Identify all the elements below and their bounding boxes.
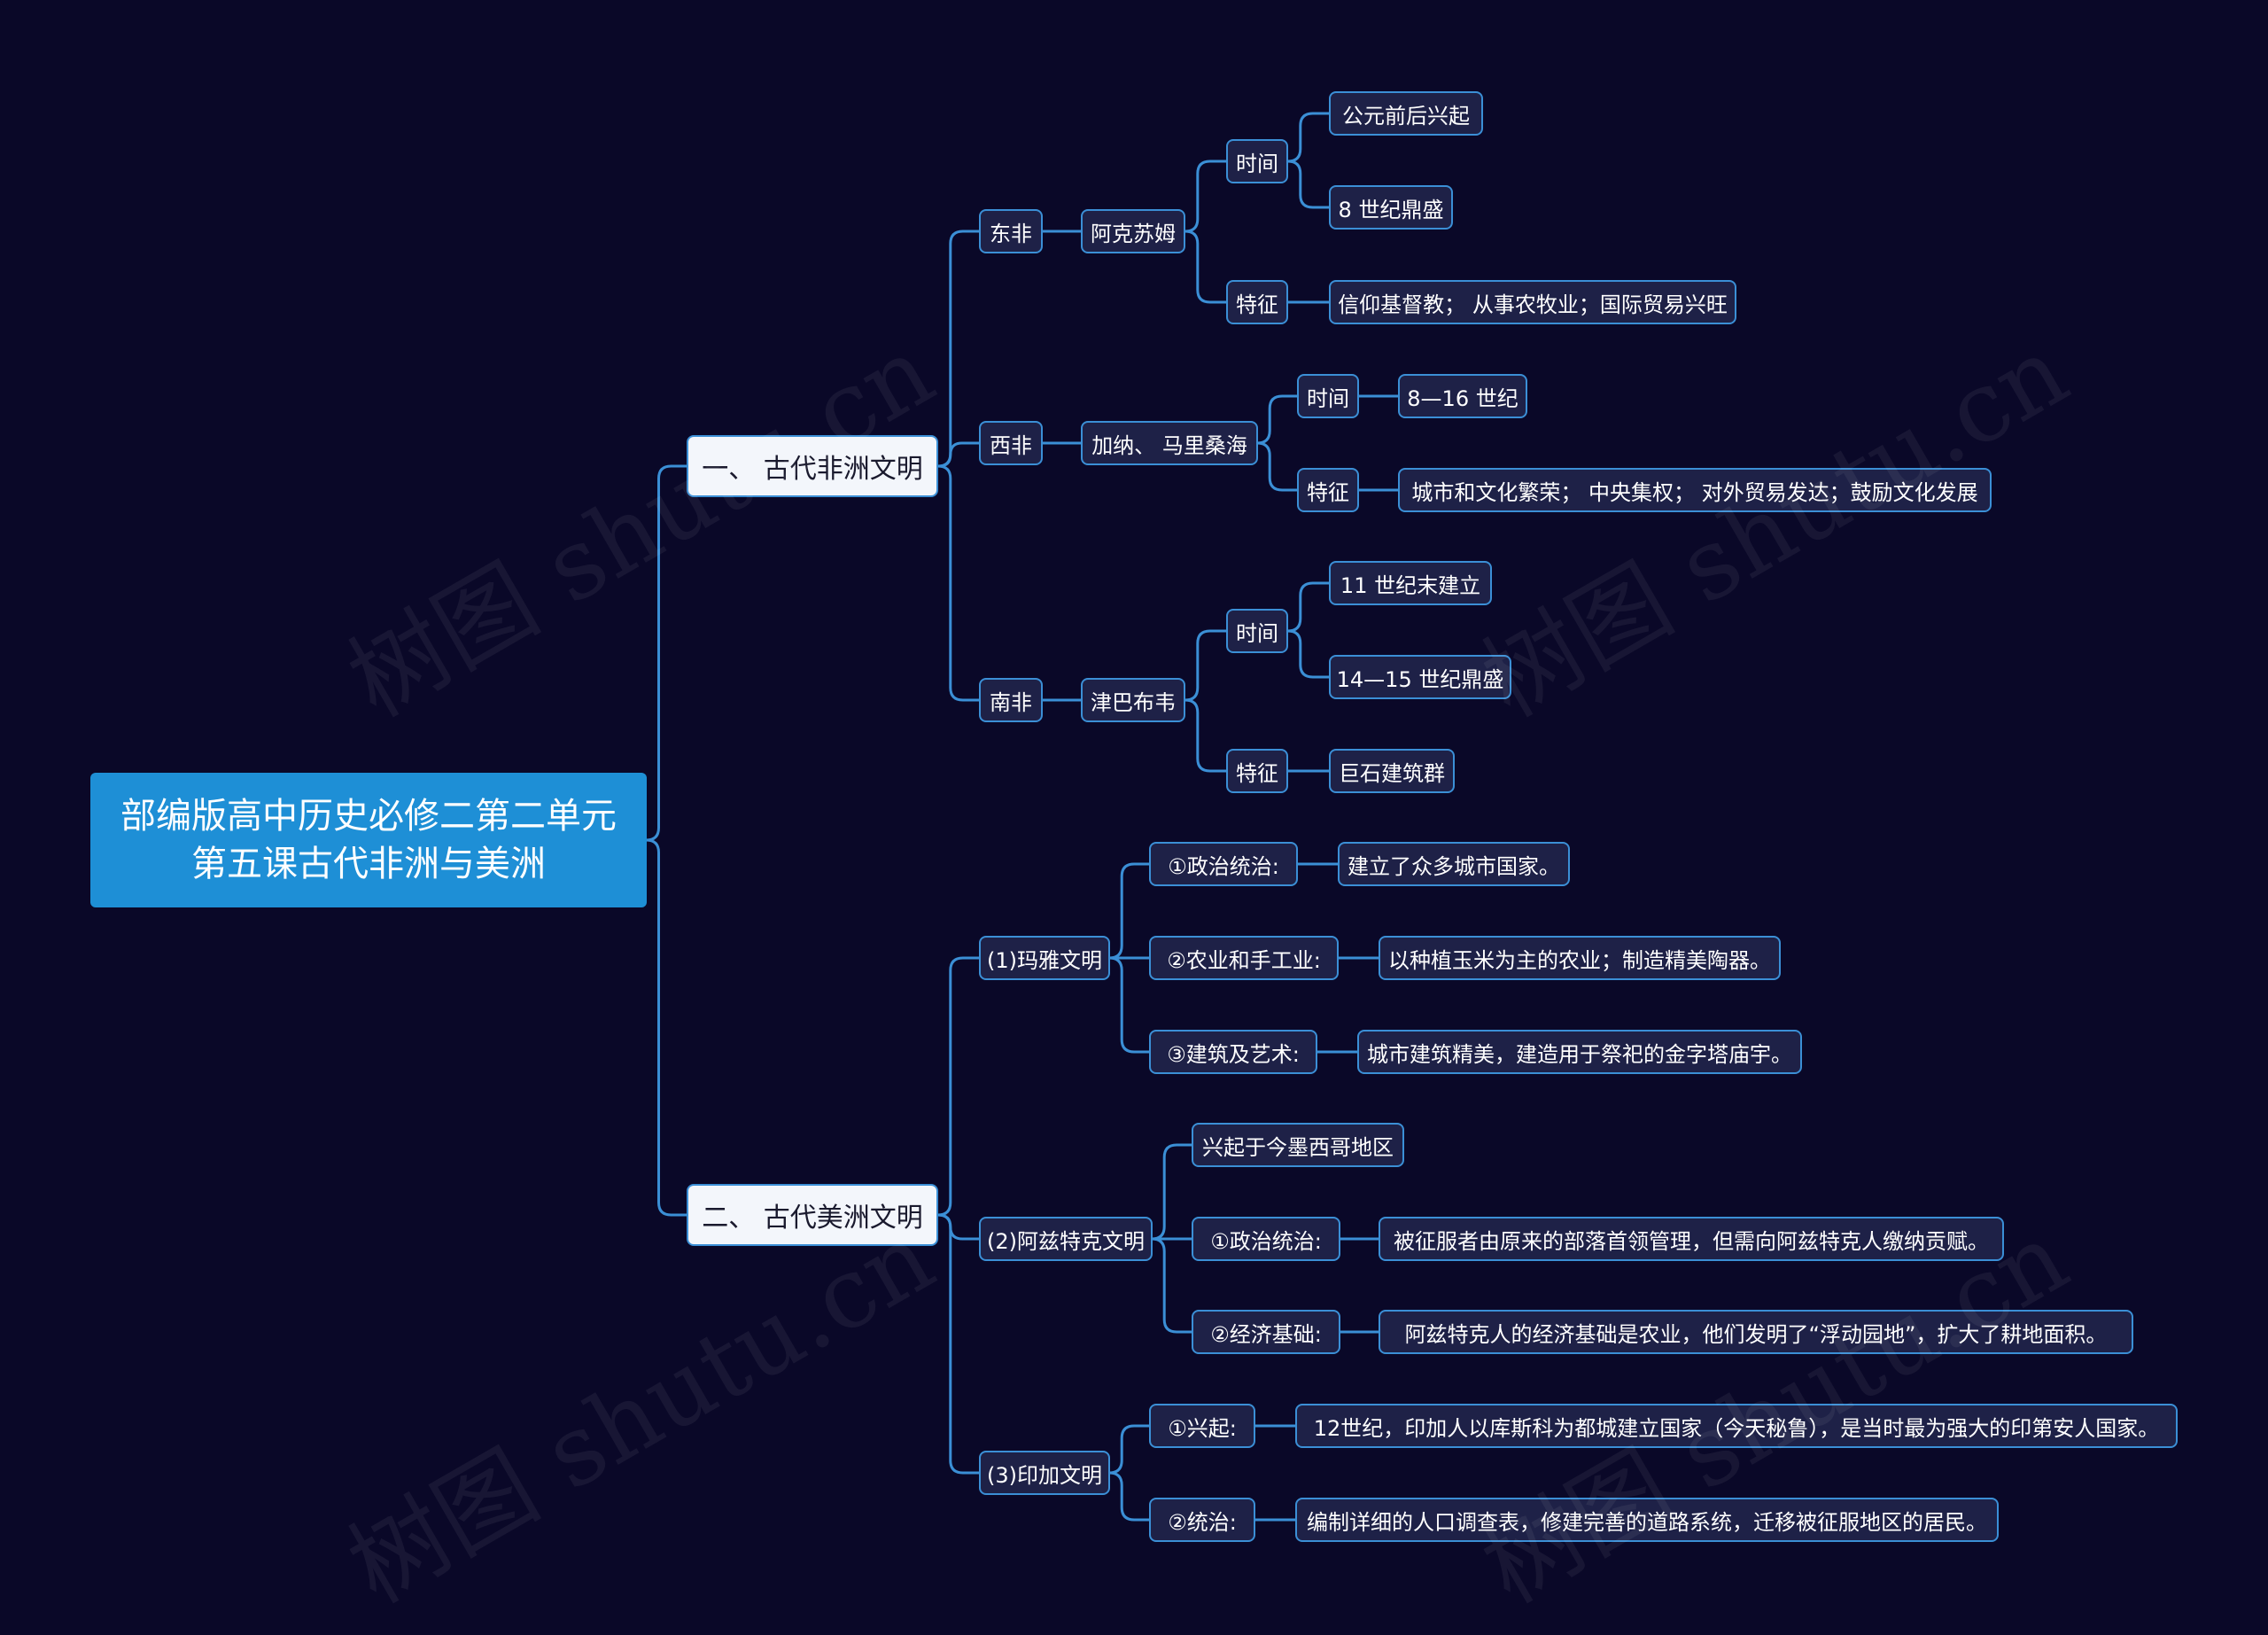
connector-maya-to-maya-1l	[1109, 862, 1149, 960]
maya-politics-label[interactable]: ①政治统治:	[1149, 842, 1298, 886]
east-feature-text[interactable]: 信仰基督教； 从事农牧业；国际贸易兴旺	[1329, 280, 1736, 324]
connector-south-time-to-south-t1	[1287, 581, 1329, 633]
region-east-africa[interactable]: 东非	[979, 209, 1043, 253]
aztec-economy-label[interactable]: ②经济基础:	[1192, 1310, 1340, 1354]
connector-aksum-to-east-time	[1184, 160, 1226, 233]
maya-agriculture-label[interactable]: ②农业和手工业:	[1149, 936, 1339, 980]
connector-root-to-africa	[646, 464, 687, 842]
connector-aztec-to-aztec-2l	[1152, 1237, 1192, 1334]
aztec-politics-label[interactable]: ①政治统治:	[1192, 1217, 1340, 1261]
east-time-rise[interactable]: 公元前后兴起	[1329, 91, 1483, 136]
south-time-founded[interactable]: 11 世纪末建立	[1329, 561, 1492, 605]
south-time-peak[interactable]: 14—15 世纪鼎盛	[1329, 655, 1511, 699]
connector-africa-to-east	[937, 230, 979, 468]
aztec-economy-text[interactable]: 阿兹特克人的经济基础是农业，他们发明了“浮动园地”，扩大了耕地面积。	[1379, 1310, 2133, 1354]
inca-rule-label[interactable]: ②统治:	[1149, 1498, 1255, 1542]
region-south-africa[interactable]: 南非	[979, 678, 1043, 722]
east-time-label[interactable]: 时间	[1226, 139, 1288, 183]
connector-root-to-america	[646, 838, 687, 1217]
south-time-label[interactable]: 时间	[1226, 609, 1288, 653]
topic-ancient-africa[interactable]: 一、 古代非洲文明	[687, 435, 938, 497]
connector-maya-to-maya-3l	[1109, 956, 1149, 1054]
state-ghana-mali-songhai[interactable]: 加纳、 马里桑海	[1081, 421, 1258, 465]
maya-architecture-text[interactable]: 城市建筑精美，建造用于祭祀的金字塔庙宇。	[1357, 1030, 1802, 1074]
aztec-origin[interactable]: 兴起于今墨西哥地区	[1192, 1123, 1404, 1167]
state-zimbabwe[interactable]: 津巴布韦	[1081, 678, 1185, 722]
connector-africa-to-south	[937, 464, 979, 702]
connector-america-to-aztec	[938, 1213, 979, 1241]
west-time-label[interactable]: 时间	[1297, 374, 1359, 418]
region-west-africa[interactable]: 西非	[979, 421, 1043, 465]
connector-ghana-to-west-feat	[1257, 441, 1297, 492]
connector-america-to-maya	[937, 956, 979, 1217]
connector-africa-to-west	[938, 441, 979, 468]
civilization-maya[interactable]: (1)玛雅文明	[979, 936, 1110, 980]
east-feature-label[interactable]: 特征	[1226, 280, 1288, 324]
west-feature-label[interactable]: 特征	[1297, 468, 1359, 512]
connector-east-time-to-east-t2	[1287, 160, 1329, 209]
maya-politics-text[interactable]: 建立了众多城市国家。	[1338, 842, 1570, 886]
connector-zimb-to-south-time	[1184, 629, 1226, 702]
root-title-line-2: 第五课古代非洲与美洲	[191, 844, 546, 884]
connector-east-time-to-east-t1	[1287, 112, 1329, 163]
aztec-politics-text[interactable]: 被征服者由原来的部落首领管理，但需向阿兹特克人缴纳贡赋。	[1379, 1217, 2004, 1261]
topic-ancient-america[interactable]: 二、 古代美洲文明	[687, 1184, 938, 1246]
west-feature-text[interactable]: 城市和文化繁荣； 中央集权； 对外贸易发达；鼓励文化发展	[1398, 468, 1992, 512]
connector-inca-to-inca-1l	[1109, 1424, 1149, 1475]
inca-rule-text[interactable]: 编制详细的人口调查表，修建完善的道路系统，迁移被征服地区的居民。	[1295, 1498, 1999, 1542]
inca-rise-label[interactable]: ①兴起:	[1149, 1404, 1255, 1448]
connector-inca-to-inca-2l	[1109, 1471, 1149, 1522]
connector-america-to-inca	[937, 1213, 979, 1475]
connector-aksum-to-east-feat	[1184, 230, 1226, 304]
root-title-line-1: 部编版高中历史必修二第二单元	[120, 796, 617, 837]
south-feature-text[interactable]: 巨石建筑群	[1329, 749, 1455, 793]
civilization-aztec[interactable]: (2)阿兹特克文明	[979, 1217, 1153, 1261]
maya-architecture-label[interactable]: ③建筑及艺术:	[1149, 1030, 1317, 1074]
inca-rise-text[interactable]: 12世纪，印加人以库斯科为都城建立国家（今天秘鲁），是当时最为强大的印第安人国家…	[1295, 1404, 2178, 1448]
connector-ghana-to-west-time	[1257, 394, 1297, 445]
connector-south-time-to-south-t2	[1287, 629, 1329, 679]
maya-agriculture-text[interactable]: 以种植玉米为主的农业；制造精美陶器。	[1379, 936, 1781, 980]
east-time-peak[interactable]: 8 世纪鼎盛	[1329, 185, 1453, 230]
connector-aztec-to-aztec-o	[1152, 1143, 1192, 1241]
west-time-text[interactable]: 8—16 世纪	[1398, 374, 1527, 418]
state-aksum[interactable]: 阿克苏姆	[1081, 209, 1185, 253]
connector-zimb-to-south-feat	[1184, 698, 1226, 773]
root-topic[interactable]: 部编版高中历史必修二第二单元 第五课古代非洲与美洲	[90, 773, 647, 907]
south-feature-label[interactable]: 特征	[1226, 749, 1288, 793]
civilization-inca[interactable]: (3)印加文明	[979, 1451, 1110, 1495]
